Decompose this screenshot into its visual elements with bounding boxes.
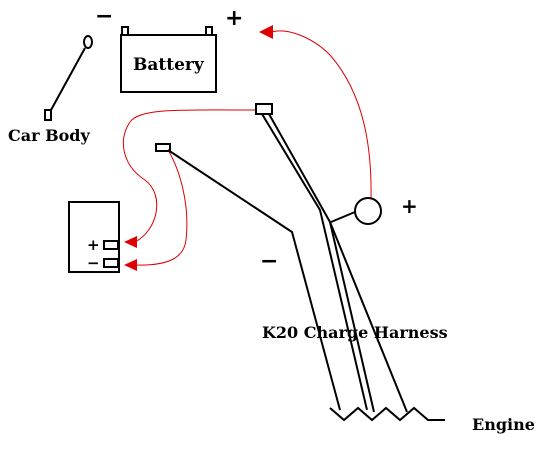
battery-positive-routing-wire <box>271 30 372 201</box>
battery-terminal-negative <box>121 26 129 36</box>
ground-wire <box>50 47 86 111</box>
harness-positive-terminal <box>255 103 273 115</box>
harness-outer-wire <box>329 221 408 413</box>
harness-negative-wire <box>167 149 341 411</box>
engine-ground-symbol <box>329 406 445 422</box>
harness-inline-fuse <box>354 197 382 225</box>
red-routing-wires <box>122 30 372 266</box>
charging-unit: + − <box>68 201 120 273</box>
unit-negative-sign: − <box>87 254 100 272</box>
battery-negative-sign: − <box>95 4 113 29</box>
battery-body <box>120 34 217 93</box>
positive-routing-wire <box>122 109 257 243</box>
harness-inner-wire <box>261 113 368 411</box>
ground-strap <box>44 35 93 121</box>
harness-positive-sign: + <box>401 194 418 218</box>
battery-terminal-positive <box>205 26 213 36</box>
ground-body-terminal <box>44 109 52 121</box>
harness-positive-wire <box>268 113 375 413</box>
arrow-to-unit-negative <box>124 259 137 271</box>
negative-routing-wire <box>134 149 188 266</box>
charging-unit-body <box>68 201 120 273</box>
battery: Battery <box>120 26 217 93</box>
ground-ring-terminal <box>83 35 93 49</box>
red-arrowheads <box>124 25 273 271</box>
harness-negative-sign: − <box>260 249 278 274</box>
unit-positive-sign: + <box>87 236 100 254</box>
battery-positive-sign: + <box>225 6 243 31</box>
harness-label: K20 Charge Harness <box>262 323 448 342</box>
arrow-to-unit-positive <box>124 236 137 248</box>
harness-wires <box>155 103 408 413</box>
unit-terminal-positive <box>103 240 119 250</box>
unit-terminal-negative <box>103 258 119 268</box>
battery-label: Battery <box>133 55 205 75</box>
arrow-to-battery-positive <box>259 25 273 39</box>
car-body-label: Car Body <box>8 126 90 145</box>
harness-negative-terminal <box>155 143 171 152</box>
engine-label: Engine <box>472 415 535 434</box>
harness-fuse-lead <box>330 211 356 223</box>
